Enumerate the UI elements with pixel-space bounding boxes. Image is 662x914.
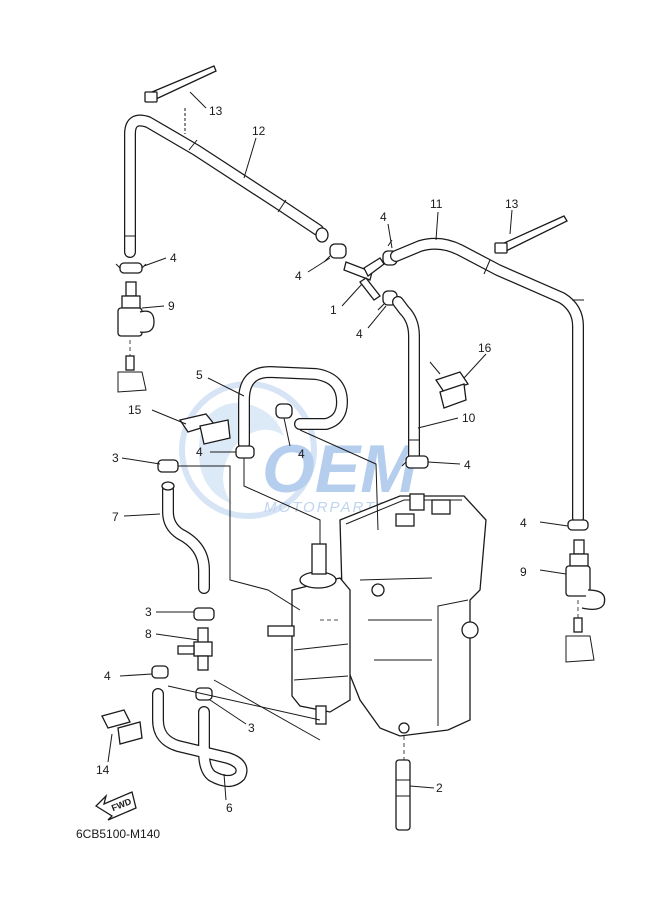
vapor-separator-tank (267, 493, 487, 737)
callout-9-left: 9 (168, 299, 175, 313)
clip-4-a (115, 262, 147, 274)
callout-8: 8 (145, 627, 152, 641)
cable-tie-13-left (144, 65, 217, 134)
hose-holder-15 (178, 413, 231, 445)
callout-labels: 13 12 4 9 4 1 4 4 11 13 16 10 4 4 9 5 15… (96, 104, 527, 815)
callout-2: 2 (436, 781, 443, 795)
callout-7: 7 (112, 510, 119, 524)
joint-8 (177, 627, 213, 671)
hose-11 (390, 237, 584, 524)
diagram-code: 6CB5100-M140 (76, 827, 160, 841)
watermark-logo: OEM MOTORPARTS (179, 381, 418, 519)
callout-12: 12 (252, 124, 266, 138)
routing-lines (167, 429, 379, 741)
callout-4-c: 4 (380, 210, 387, 224)
fwd-arrow-icon: FWD (94, 791, 137, 821)
callout-leaders (107, 91, 569, 801)
hose-holder-16 (429, 361, 470, 409)
fuel-fitting-9-left (117, 281, 155, 393)
callout-4-b: 4 (295, 269, 302, 283)
clip-4-f (275, 403, 293, 419)
callout-4-e: 4 (464, 458, 471, 472)
watermark-sub: MOTORPARTS (264, 499, 388, 516)
callout-13-right: 13 (505, 197, 519, 211)
clip-4-b (323, 243, 347, 263)
callout-3-c: 3 (248, 721, 255, 735)
hose-holder-14 (101, 709, 143, 745)
callout-16: 16 (478, 341, 492, 355)
callout-14: 14 (96, 763, 110, 777)
callout-3-b: 3 (145, 605, 152, 619)
clip-4-e (401, 455, 429, 469)
callout-11: 11 (430, 197, 443, 211)
callout-9-right: 9 (520, 565, 527, 579)
hose-12 (124, 114, 329, 258)
callout-5: 5 (196, 368, 203, 382)
hose-5 (238, 366, 348, 450)
callout-4-d: 4 (356, 327, 363, 341)
drain-plug-2 (395, 736, 411, 831)
callout-13-left: 13 (209, 104, 223, 118)
callout-15: 15 (128, 403, 142, 417)
clip-4-h (151, 665, 169, 679)
callout-3-a: 3 (112, 451, 119, 465)
fuel-fitting-9-right (565, 519, 606, 663)
hose-7 (161, 481, 210, 594)
callout-10: 10 (462, 411, 476, 425)
cable-tie-13-right (494, 215, 568, 254)
callout-4-a: 4 (170, 251, 177, 265)
callout-4-i: 4 (520, 516, 527, 530)
callout-4-g: 4 (196, 445, 203, 459)
clip-4-g (235, 445, 255, 459)
callout-4-h: 4 (104, 669, 111, 683)
callout-4-f: 4 (298, 447, 305, 461)
callout-1: 1 (330, 303, 337, 317)
clip-3-b (193, 607, 215, 621)
watermark-brand: OEM (262, 431, 418, 507)
hose-10 (392, 296, 420, 462)
callout-6: 6 (226, 801, 233, 815)
hose-6 (152, 688, 248, 787)
t-joint-1 (343, 257, 385, 301)
clip-3-a (157, 459, 179, 473)
